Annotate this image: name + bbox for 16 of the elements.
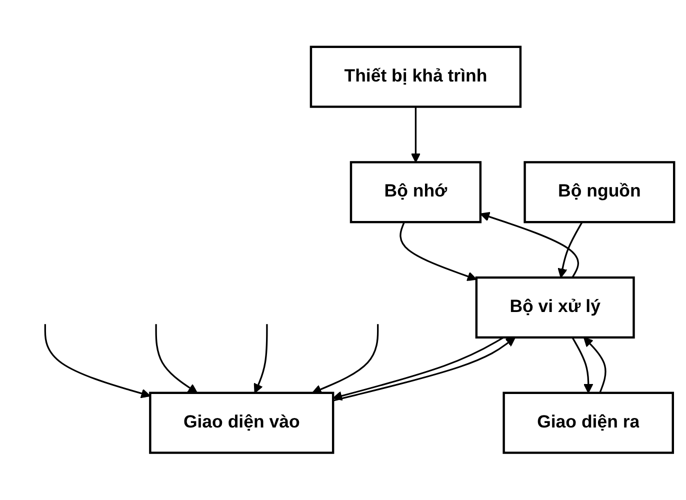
node-box: Bộ nguồn — [524, 161, 676, 224]
arrow — [254, 324, 268, 394]
node-box: Thiết bị khả trình — [310, 46, 522, 108]
node-box: Giao diện ra — [502, 392, 674, 454]
node-box: Bộ nhớ — [350, 161, 482, 224]
arrow — [572, 337, 594, 394]
arrow — [480, 212, 579, 278]
arrow — [155, 324, 198, 394]
arrow — [558, 222, 583, 278]
arrow — [410, 106, 421, 163]
node-box: Giao diện vào — [149, 392, 334, 454]
arrow — [583, 337, 606, 394]
arrow — [400, 222, 477, 282]
arrow — [312, 324, 379, 394]
node-box: Bộ vi xử lý — [475, 276, 635, 339]
arrow — [44, 324, 151, 398]
